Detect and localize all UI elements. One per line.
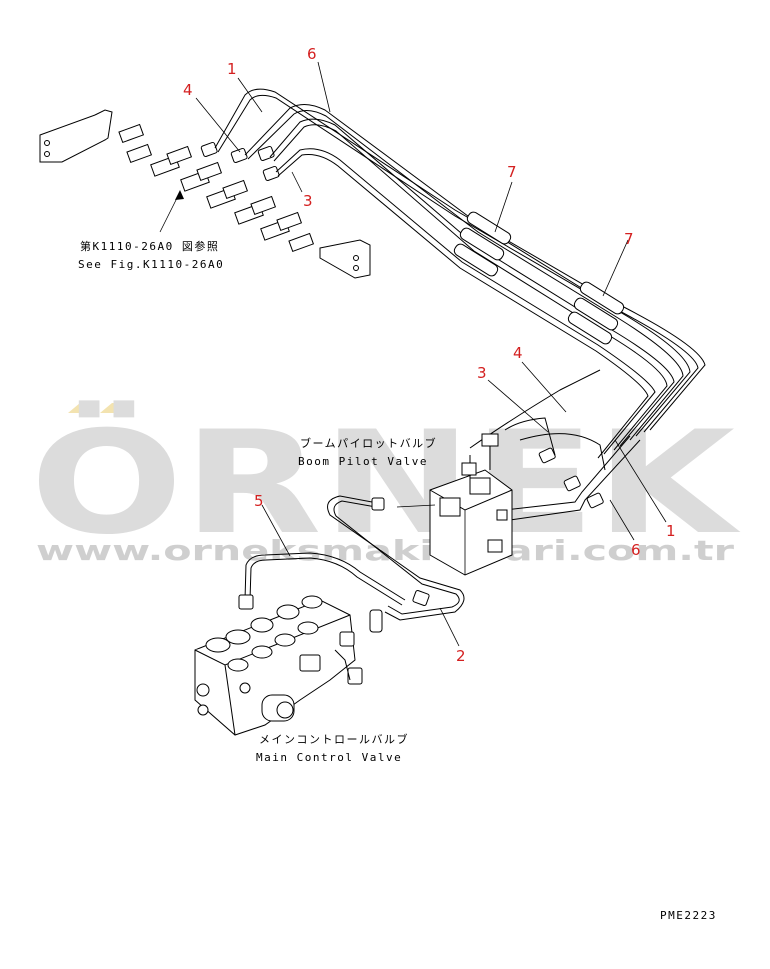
main-control-valve (194, 595, 363, 736)
callout-7b: 7 (624, 230, 634, 248)
callouts: 1 6 4 3 7 7 4 3 1 6 5 2 (183, 45, 676, 665)
callout-6a: 6 (307, 45, 317, 63)
boom-pilot-valve (429, 433, 513, 576)
watermark-accent-left (68, 403, 92, 413)
leader-lines (195, 61, 667, 647)
main-control-valve-label-en: Main Control Valve (256, 751, 402, 764)
boom-pilot-valve-label-en: Boom Pilot Valve (298, 455, 428, 468)
callout-5: 5 (254, 492, 264, 510)
main-control-valve-label-jp: メインコントロールバルブ (259, 732, 409, 746)
callout-4b: 4 (513, 344, 523, 362)
callout-2: 2 (456, 647, 466, 665)
pipe-5-and-2 (238, 495, 465, 633)
callout-1a: 1 (227, 60, 237, 78)
callout-4a: 4 (183, 81, 193, 99)
boom-pilot-valve-label-jp: ブームパイロットバルブ (300, 436, 437, 450)
reference-label-jp: 第K1110-26A0 図参照 (80, 239, 219, 253)
callout-3a: 3 (303, 192, 313, 210)
reference-label-en: See Fig.K1110-26A0 (78, 258, 224, 271)
callout-7a: 7 (507, 163, 517, 181)
drawing-code: PME2223 (660, 909, 717, 922)
pipe-bundle (214, 88, 706, 521)
callout-3b: 3 (477, 364, 487, 382)
text-labels: 第K1110-26A0 図参照 See Fig.K1110-26A0 ブームパイ… (78, 239, 717, 922)
watermark-accent-right (100, 403, 132, 413)
callout-1b: 1 (666, 522, 676, 540)
callout-6b: 6 (631, 541, 641, 559)
fitting-bracket (39, 109, 371, 279)
pipe-end-fittings-top (200, 141, 280, 181)
watermark-url: www.orneksmakinalari.com.tr (36, 534, 734, 567)
